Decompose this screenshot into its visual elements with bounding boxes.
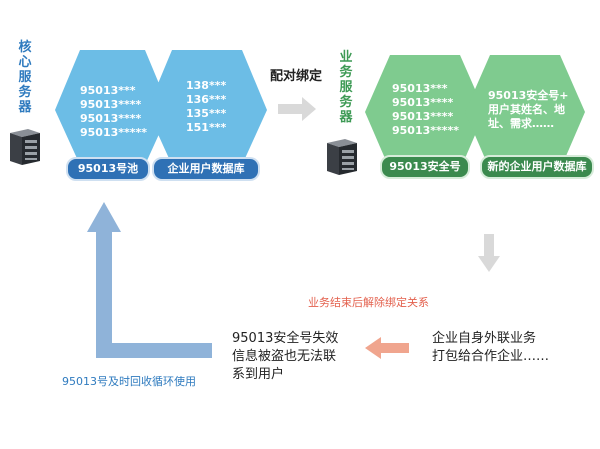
bind-arrow (278, 97, 316, 121)
business-number-4: 95013***** (392, 124, 460, 137)
left-arrow (365, 337, 409, 359)
business-number-3: 95013**** (392, 110, 454, 123)
core-number-3: 95013**** (80, 112, 142, 125)
core-phone-1: 138*** (186, 79, 227, 92)
core-number-4: 95013***** (80, 126, 148, 139)
server-icon (10, 129, 40, 165)
new-db-pill: 新的企业用户数据库 (480, 155, 594, 179)
core-phone-4: 151*** (186, 121, 227, 134)
recycle-label: 95013号及时回收循环使用 (62, 375, 196, 388)
business-info-3: 址、需求…… (488, 117, 554, 130)
business-number-2: 95013**** (392, 96, 454, 109)
core-number-2: 95013**** (80, 98, 142, 111)
server-icon (327, 139, 357, 175)
unbind-label: 业务结束后解除绑定关系 (308, 296, 429, 309)
core-phone-2: 136*** (186, 93, 227, 106)
bind-label: 配对绑定 (270, 69, 323, 84)
invalid-text: 95013安全号失效 信息被盗也无法联 系到用户 (232, 331, 339, 382)
number-pool-pill: 95013号池 (66, 157, 150, 181)
business-number-1: 95013*** (392, 82, 448, 95)
core-number-1: 95013*** (80, 84, 136, 97)
business-server-label: 业 务 服 务 器 (339, 50, 353, 125)
down-arrow (478, 234, 500, 272)
business-info-2: 用户其姓名、地 (488, 103, 565, 116)
enterprise-db-pill: 企业用户数据库 (152, 157, 260, 181)
outsourcing-text: 企业自身外联业务 打包给合作企业…… (432, 331, 550, 364)
core-server-label: 核 心 服 务 器 (18, 40, 32, 115)
core-phone-3: 135*** (186, 107, 227, 120)
business-info-1: 95013安全号+ (488, 89, 569, 102)
safe-number-pill: 95013安全号 (380, 155, 470, 179)
